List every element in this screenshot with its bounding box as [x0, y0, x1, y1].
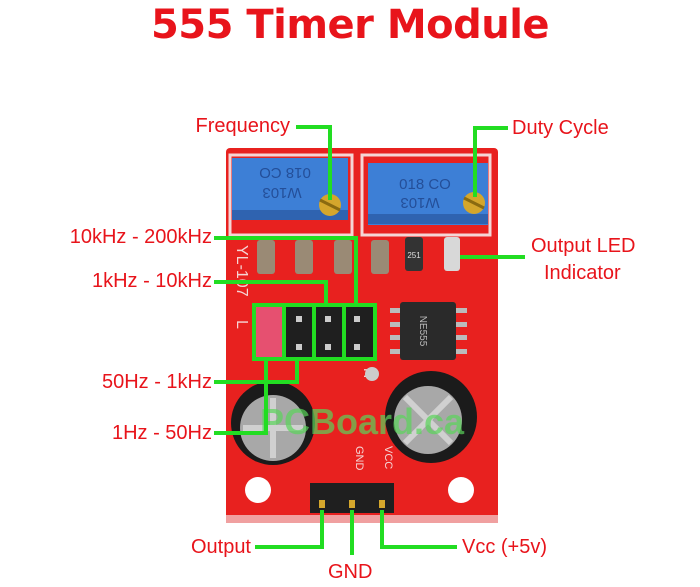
mounting-hole [245, 477, 271, 503]
silk-model: YL-107 [233, 245, 250, 297]
label-duty-cycle: Duty Cycle [512, 117, 609, 139]
leader-lines [214, 125, 525, 555]
duty-cycle-potentiometer: 018 CO W103 [368, 163, 488, 225]
leader-50-1k [214, 359, 299, 384]
label-frequency: Frequency [195, 115, 291, 137]
label-vcc: Vcc (+5v) [462, 536, 548, 558]
mounting-hole [448, 477, 474, 503]
watermark: PCBoard.ca [260, 401, 465, 442]
label-1khz-10khz: 1kHz - 10kHz [91, 270, 212, 292]
ic-marking: NE555 [417, 316, 428, 347]
pin-label-gnd: GND [353, 446, 365, 471]
smd-capacitors: 251 [257, 237, 460, 274]
leader-1-50 [214, 359, 268, 435]
leader-frequency [296, 125, 332, 200]
pot-marking: 018 CO [259, 164, 311, 181]
pot-marking: W103 [262, 184, 301, 201]
output-header [310, 483, 394, 513]
leader-1k-10k [214, 280, 328, 305]
pcb-edge-light [226, 515, 498, 523]
pin-label-vcc: VCC [382, 446, 394, 469]
label-50hz-1khz: 50Hz - 1kHz [101, 371, 212, 393]
silk-l: L [233, 320, 250, 329]
pot-marking: 018 CO [399, 176, 451, 193]
label-output-led: Output LED [531, 235, 636, 257]
label-1hz-50hz: 1Hz - 50Hz [111, 422, 212, 444]
leader-duty-cycle [473, 126, 508, 197]
label-output-led-line2: Indicator [544, 262, 621, 284]
diagram-title: 555 Timer Module [150, 2, 550, 48]
label-gnd: GND [328, 561, 373, 583]
label-output: Output [190, 536, 251, 558]
output-led [444, 237, 460, 271]
leader-10k-200k [214, 236, 358, 305]
leader-output [255, 510, 324, 549]
leader-vcc [380, 510, 457, 549]
label-10khz-200khz: 10kHz - 200kHz [69, 226, 212, 248]
pot-marking: W103 [400, 194, 439, 211]
resistor-marking: 251 [407, 251, 421, 260]
ne555-ic: NE555 [390, 302, 467, 360]
frequency-range-jumpers [256, 307, 373, 357]
electrolytic-capacitors [231, 371, 477, 465]
